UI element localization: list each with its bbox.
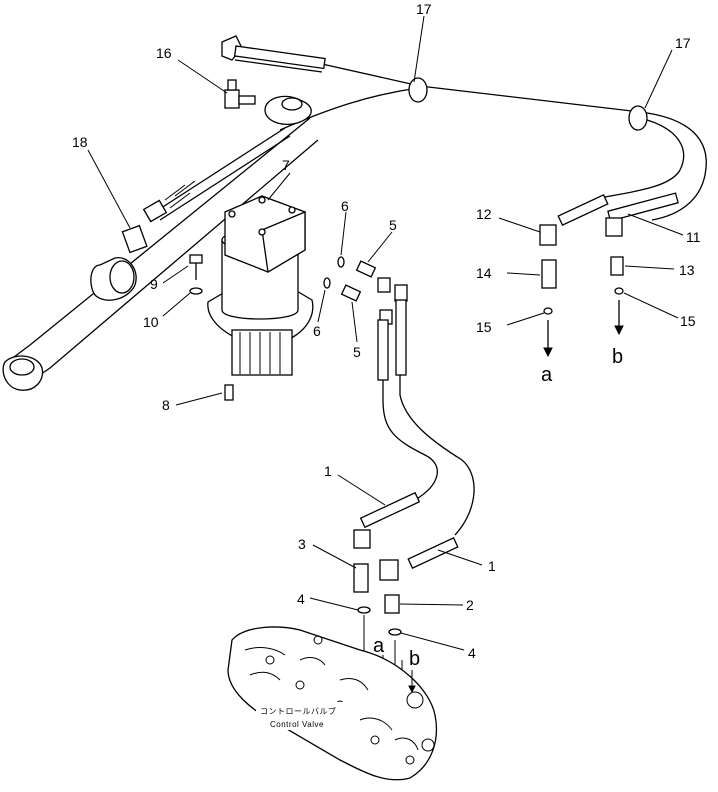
callout-14: 14	[476, 265, 492, 281]
port-a-valve: a	[373, 635, 385, 657]
callout-4-left: 4	[297, 591, 305, 607]
hose-clips-17	[408, 77, 648, 131]
control-valve-caption: コントロールバルブ Control Valve	[256, 702, 354, 730]
callout-17-left: 17	[416, 1, 432, 17]
callout-17-right: 17	[675, 35, 691, 51]
right-fittings-11-15	[539, 192, 679, 358]
callout-11: 11	[686, 229, 701, 245]
clip-17-left	[408, 77, 428, 103]
callout-3: 3	[298, 536, 306, 552]
swing-motor-7	[207, 195, 314, 401]
port-a-top: a	[541, 364, 553, 386]
callout-15-left: 15	[476, 319, 492, 335]
boom-hose	[142, 127, 291, 223]
port-letters: a b a b	[373, 346, 623, 694]
boom-arm	[2, 95, 319, 391]
callout-10: 10	[143, 314, 159, 330]
callout-12: 12	[476, 206, 492, 222]
callout-7: 7	[282, 157, 290, 173]
callout-8: 8	[162, 397, 170, 413]
callout-5-top: 5	[389, 217, 397, 233]
callout-16: 16	[156, 45, 172, 61]
top-elbow-fitting	[221, 35, 326, 70]
clamp-18	[121, 224, 148, 254]
fitting-boom	[142, 199, 168, 223]
callout-4-right: 4	[468, 645, 476, 661]
pin-8	[224, 384, 234, 401]
bolt-9-washer-10	[189, 254, 203, 295]
callout-1-bottom: 1	[488, 558, 496, 574]
clip-17-right	[628, 105, 648, 131]
callout-6-bottom: 6	[313, 323, 321, 339]
lower-fittings-1-4	[353, 491, 459, 720]
orings-fittings-5-6	[323, 256, 408, 381]
callout-2: 2	[466, 597, 474, 613]
port-b-valve: b	[409, 648, 420, 670]
callout-13: 13	[679, 262, 695, 278]
callout-numbers: 16 17 17 18 7 6 5 6 5 9 10 8 12 11 14 13…	[72, 1, 701, 661]
callout-15-right: 15	[680, 313, 696, 329]
leader-lines	[87, 15, 684, 651]
callout-1-top: 1	[324, 463, 332, 479]
control-valve-label-en: Control Valve	[270, 720, 324, 729]
callout-6-top: 6	[341, 198, 349, 214]
callout-5-bottom: 5	[353, 344, 361, 360]
control-valve-label-jp: コントロールバルブ	[260, 706, 337, 716]
port-b-top: b	[612, 346, 623, 368]
callout-18: 18	[72, 134, 88, 150]
callout-9: 9	[150, 276, 158, 292]
fitting-16	[224, 79, 256, 109]
